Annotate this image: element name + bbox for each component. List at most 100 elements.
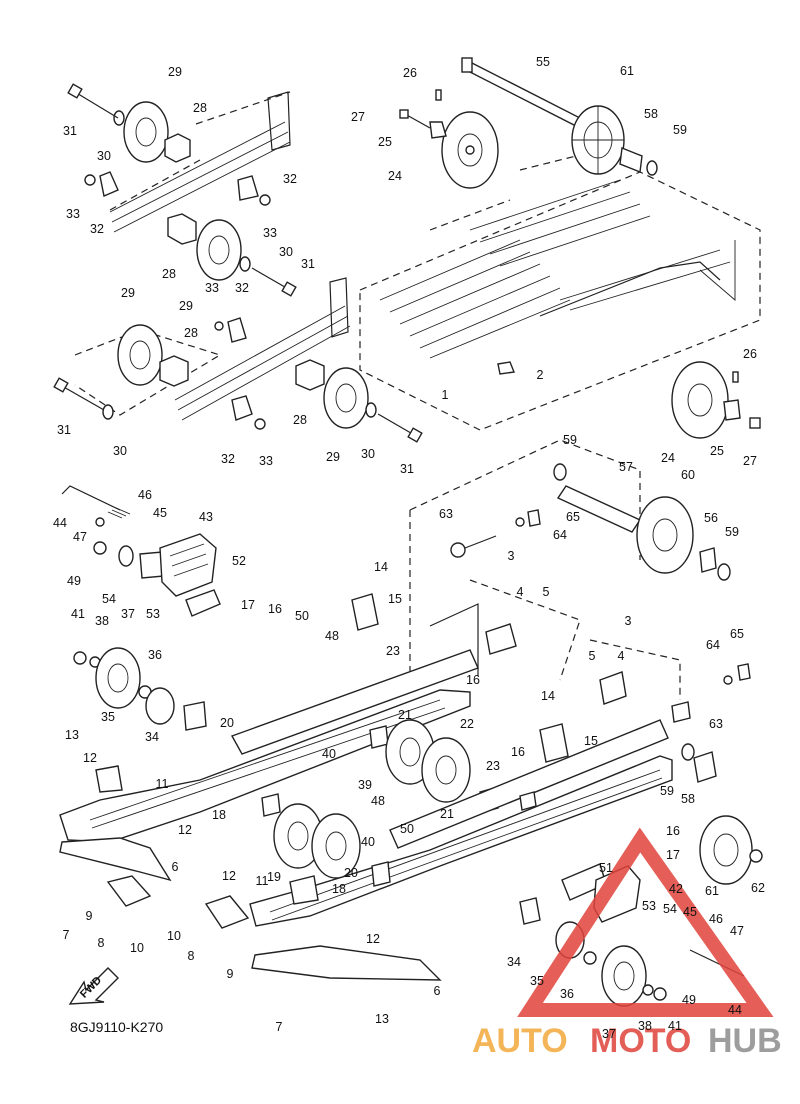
nut-33c <box>214 321 224 331</box>
callout-7: 7 <box>63 928 70 942</box>
left-slide-rail <box>59 593 499 907</box>
callout-10: 10 <box>167 929 181 943</box>
callout-23: 23 <box>386 644 400 658</box>
clip-36b <box>583 951 597 965</box>
rail-lower-left <box>59 837 172 882</box>
callout-40: 40 <box>361 835 375 849</box>
callout-31: 31 <box>63 124 77 138</box>
callout-16: 16 <box>466 673 480 687</box>
callout-30: 30 <box>113 444 127 458</box>
collar-58a <box>619 147 643 173</box>
washer-59c <box>717 563 731 581</box>
callout-29: 29 <box>168 65 182 79</box>
callout-7: 7 <box>276 1020 283 1034</box>
block-11a <box>95 765 123 793</box>
callout-43: 43 <box>199 510 213 524</box>
callout-54: 54 <box>663 902 677 916</box>
callout-32: 32 <box>90 222 104 236</box>
callout-3: 3 <box>508 549 515 563</box>
callout-24: 24 <box>661 451 675 465</box>
block-11b <box>289 875 319 905</box>
callout-59: 59 <box>673 123 687 137</box>
nut-65a <box>527 509 541 527</box>
callout-9: 9 <box>227 967 234 981</box>
callout-44: 44 <box>728 1003 742 1017</box>
wheel-19b <box>311 813 361 879</box>
callout-30: 30 <box>279 245 293 259</box>
callout-44: 44 <box>53 516 67 530</box>
callout-28: 28 <box>162 267 176 281</box>
callout-41: 41 <box>71 607 85 621</box>
callout-31: 31 <box>57 423 71 437</box>
collar-25b <box>723 399 741 421</box>
upper-rail-end <box>267 91 291 151</box>
callout-33: 33 <box>205 281 219 295</box>
callout-48: 48 <box>371 794 385 808</box>
callout-16: 16 <box>666 824 680 838</box>
callout-14: 14 <box>374 560 388 574</box>
callout-40: 40 <box>322 747 336 761</box>
diagram-code: 8GJ9110-K270 <box>70 1019 163 1035</box>
callout-64: 64 <box>706 638 720 652</box>
washer-54 <box>118 545 134 567</box>
callout-12: 12 <box>366 932 380 946</box>
callout-62: 62 <box>751 881 765 895</box>
track-lugs <box>379 179 736 359</box>
washer-59b <box>553 463 567 481</box>
wheel-22b <box>421 737 471 803</box>
washer-64a <box>515 517 525 527</box>
callout-65: 65 <box>566 510 580 524</box>
bolt-63b <box>671 701 691 723</box>
callout-21: 21 <box>398 708 412 722</box>
rail-front-left <box>429 603 479 676</box>
callout-13: 13 <box>375 1012 389 1026</box>
callout-26: 26 <box>403 66 417 80</box>
fwd-arrow: FWD <box>68 967 119 1005</box>
wheel-37 <box>95 647 141 709</box>
callout-57: 57 <box>619 460 633 474</box>
callout-27: 27 <box>351 110 365 124</box>
callout-31: 31 <box>301 257 315 271</box>
callout-33: 33 <box>66 207 80 221</box>
track-inner-edge <box>539 261 721 317</box>
rear-idler-assembly <box>61 485 221 731</box>
callout-39: 39 <box>358 778 372 792</box>
nut-33b <box>259 194 271 206</box>
callout-52: 52 <box>232 554 246 568</box>
callout-12: 12 <box>178 823 192 837</box>
track-and-rear-axle-group <box>359 57 761 439</box>
collar-28d <box>295 359 325 391</box>
callout-51: 51 <box>599 861 613 875</box>
callout-53: 53 <box>146 607 160 621</box>
lower-dash-box <box>74 329 222 416</box>
callout-32: 32 <box>283 172 297 186</box>
callout-50: 50 <box>400 822 414 836</box>
callout-16: 16 <box>268 602 282 616</box>
callout-6: 6 <box>172 860 179 874</box>
bolt-63a <box>450 542 466 558</box>
callout-36: 36 <box>560 987 574 1001</box>
callout-28: 28 <box>184 326 198 340</box>
callout-22: 22 <box>460 717 474 731</box>
bracket-14b <box>539 723 569 763</box>
bracket-4a <box>485 623 517 655</box>
callout-17: 17 <box>241 598 255 612</box>
callout-54: 54 <box>102 592 116 606</box>
watermark-logo: AUTO MOTO HUB <box>472 827 782 1060</box>
bracket-32c <box>227 317 247 343</box>
callout-35: 35 <box>530 974 544 988</box>
callout-61: 61 <box>620 64 634 78</box>
callout-55: 55 <box>536 55 550 69</box>
callout-30: 30 <box>97 149 111 163</box>
callout-48: 48 <box>325 629 339 643</box>
callout-29: 29 <box>121 286 135 300</box>
pin-26b <box>732 371 739 383</box>
callout-21: 21 <box>440 807 454 821</box>
callout-34: 34 <box>507 955 521 969</box>
bracket-14a <box>351 593 379 631</box>
idler-wheel-29d <box>323 367 369 429</box>
callout-26: 26 <box>743 347 757 361</box>
callout-12: 12 <box>222 869 236 883</box>
callout-20: 20 <box>344 866 358 880</box>
